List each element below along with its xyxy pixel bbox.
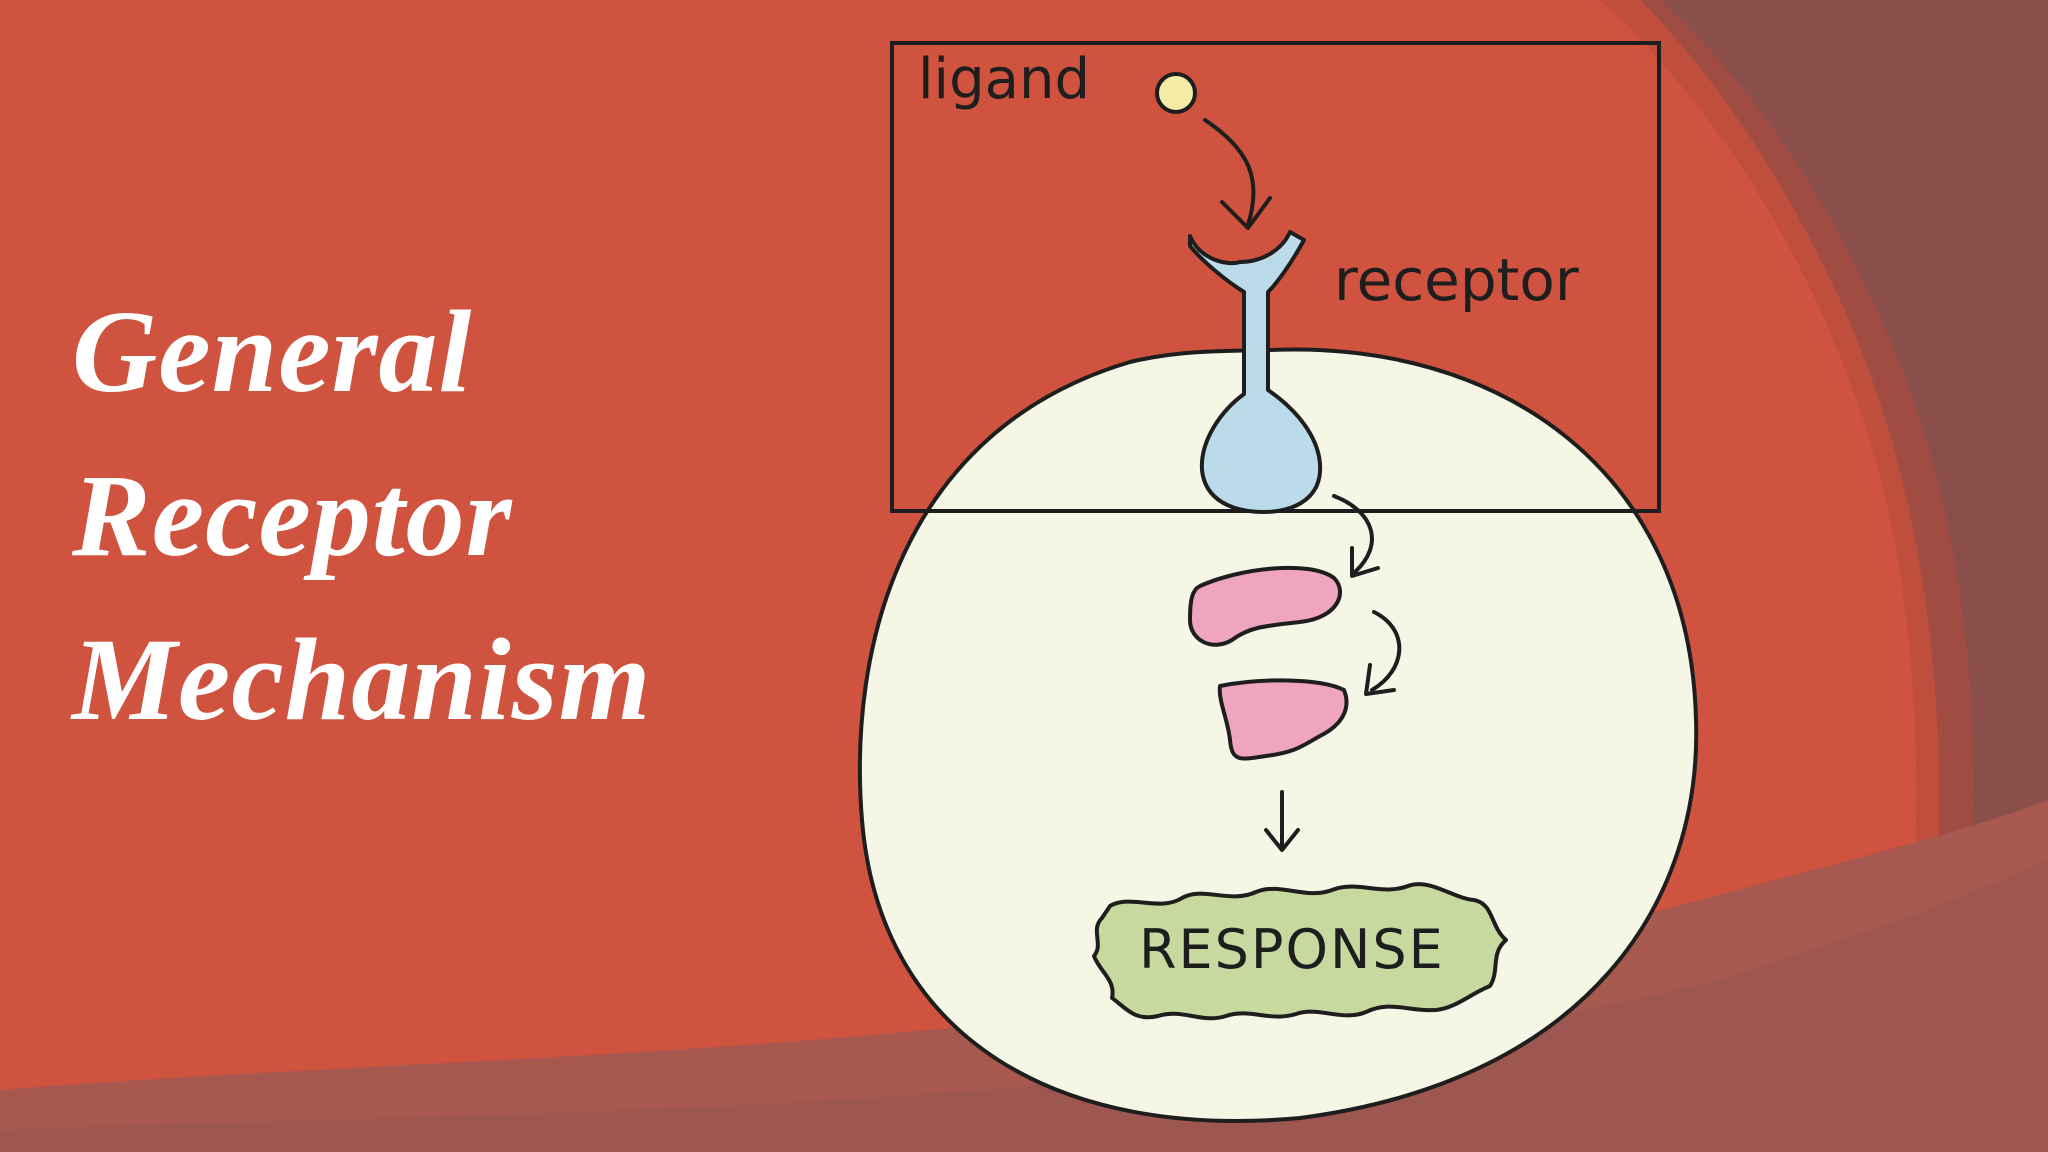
ligand-label: ligand	[918, 47, 1090, 112]
signal-arrow-2	[1370, 610, 1402, 692]
ligand	[1155, 72, 1197, 114]
relay-protein-2	[1217, 678, 1349, 761]
binding-arrow	[1203, 118, 1256, 227]
signal-arrowhead-1	[1350, 546, 1380, 578]
response-label: RESPONSE	[1139, 918, 1445, 981]
signal-arrowhead-2	[1364, 663, 1396, 696]
title-line-2: Receptor	[72, 450, 513, 581]
receptor-label: receptor	[1334, 246, 1579, 314]
title-line-1: General	[72, 286, 473, 417]
receptor	[1188, 230, 1323, 514]
signal-arrowhead-3	[1264, 828, 1300, 852]
binding-arrowhead	[1220, 196, 1272, 230]
relay-protein-1	[1188, 565, 1343, 647]
signal-arrow-1	[1332, 494, 1374, 574]
slide-title: General Receptor Mechanism	[72, 270, 772, 762]
response-burst	[1092, 882, 1508, 1021]
title-line-3: Mechanism	[72, 614, 652, 745]
